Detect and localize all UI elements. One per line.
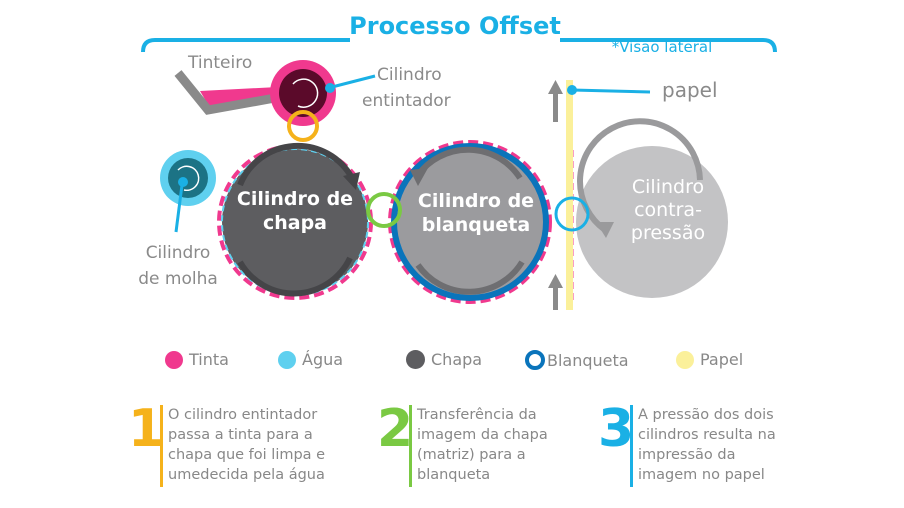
legend-ink: Tinta: [165, 350, 229, 369]
step-number: 3: [598, 399, 635, 459]
legend-blanket: Blanqueta: [525, 350, 629, 370]
legend-paper: Papel: [676, 350, 743, 369]
paper-swatch-icon: [676, 350, 694, 369]
ink-layer: [388, 140, 552, 304]
contact-point-2: [366, 192, 402, 228]
contact-point-1: [287, 110, 319, 142]
step-number: 1: [128, 399, 165, 459]
ink-fountain: [174, 70, 278, 115]
water-swatch-icon: [278, 350, 296, 369]
legend-label: Papel: [700, 350, 744, 369]
legend-label: Blanqueta: [547, 350, 629, 370]
legend-label: Tinta: [189, 350, 229, 369]
paper-direction-arrow-icon: [548, 80, 563, 310]
gear-icon: [406, 350, 425, 369]
rotation-arrow-icon: [415, 146, 523, 180]
impression-cylinder: [576, 146, 728, 298]
ink-swatch-icon: [165, 350, 183, 369]
ring-icon: [525, 350, 545, 370]
page-title: Processo Offset: [349, 12, 561, 40]
step-number: 2: [377, 399, 414, 459]
paper-sheet: [566, 80, 573, 310]
side-view-note: *Visão lateral: [612, 38, 713, 56]
contact-point-3: [554, 196, 590, 232]
legend-label: Chapa: [431, 350, 483, 369]
rotation-arrow-icon: [237, 142, 355, 187]
ink-fountain-label: Tinteiro: [187, 53, 252, 73]
legend-label: Água: [302, 350, 344, 369]
paper-label: papel: [662, 78, 718, 102]
legend-water: Água: [278, 350, 343, 369]
title-bracket: [141, 38, 777, 53]
legend-plate: Chapa: [406, 350, 482, 369]
rotation-arrow-icon: [292, 78, 319, 108]
rotation-arrow-icon: [177, 165, 200, 192]
